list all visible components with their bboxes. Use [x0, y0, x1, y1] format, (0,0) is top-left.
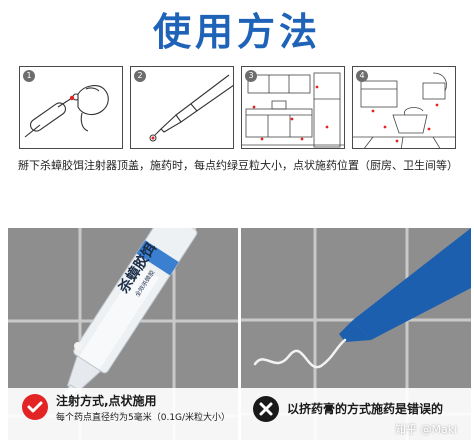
bathroom-application-illustration	[353, 72, 455, 148]
step-number-4: 4	[356, 70, 368, 82]
step-number-1: 1	[23, 70, 35, 82]
syringe-cap-removal-illustration	[24, 85, 109, 138]
step-number-2: 2	[134, 70, 146, 82]
wrong-method-title: 以挤药膏的方式施药是错误的	[287, 402, 444, 416]
step-panel-4: 4	[352, 66, 456, 149]
step-panel-2: 2	[130, 66, 234, 149]
watermark: 知乎 @Maki	[395, 423, 458, 436]
wrong-method-photo: 以挤药膏的方式施药是错误的 知乎 @Maki	[241, 228, 471, 440]
tiled-wall-syringe-image: 杀蟑胶饵 全效杀蟑胶	[8, 228, 238, 440]
step-number-3: 3	[245, 70, 257, 82]
correct-method-photo: 杀蟑胶饵 全效杀蟑胶 注射方式,点状施用 每个药点直径约为5毫米（0.1G/米粒…	[8, 228, 238, 440]
step-panel-3: 3	[241, 66, 345, 149]
page-title: 使用方法	[152, 10, 321, 54]
syringe-applying-dot-illustration	[149, 74, 233, 142]
kitchen-application-illustration	[242, 72, 344, 148]
correct-method-detail: 每个药点直径约为5毫米（0.1G/米粒大小）	[56, 413, 231, 423]
step-panel-1: 1	[19, 66, 123, 149]
wrong-cross-icon	[253, 396, 279, 422]
tiled-wall-squeezing-image	[241, 228, 471, 440]
correct-check-icon	[22, 394, 48, 420]
instruction-text: 掰下杀蟑胶饵注射器顶盖，施药时，每点约绿豆粒大小，点状施药位置（厨房、卫生间等）	[18, 159, 458, 172]
correct-method-title: 注射方式,点状施用	[56, 394, 157, 408]
